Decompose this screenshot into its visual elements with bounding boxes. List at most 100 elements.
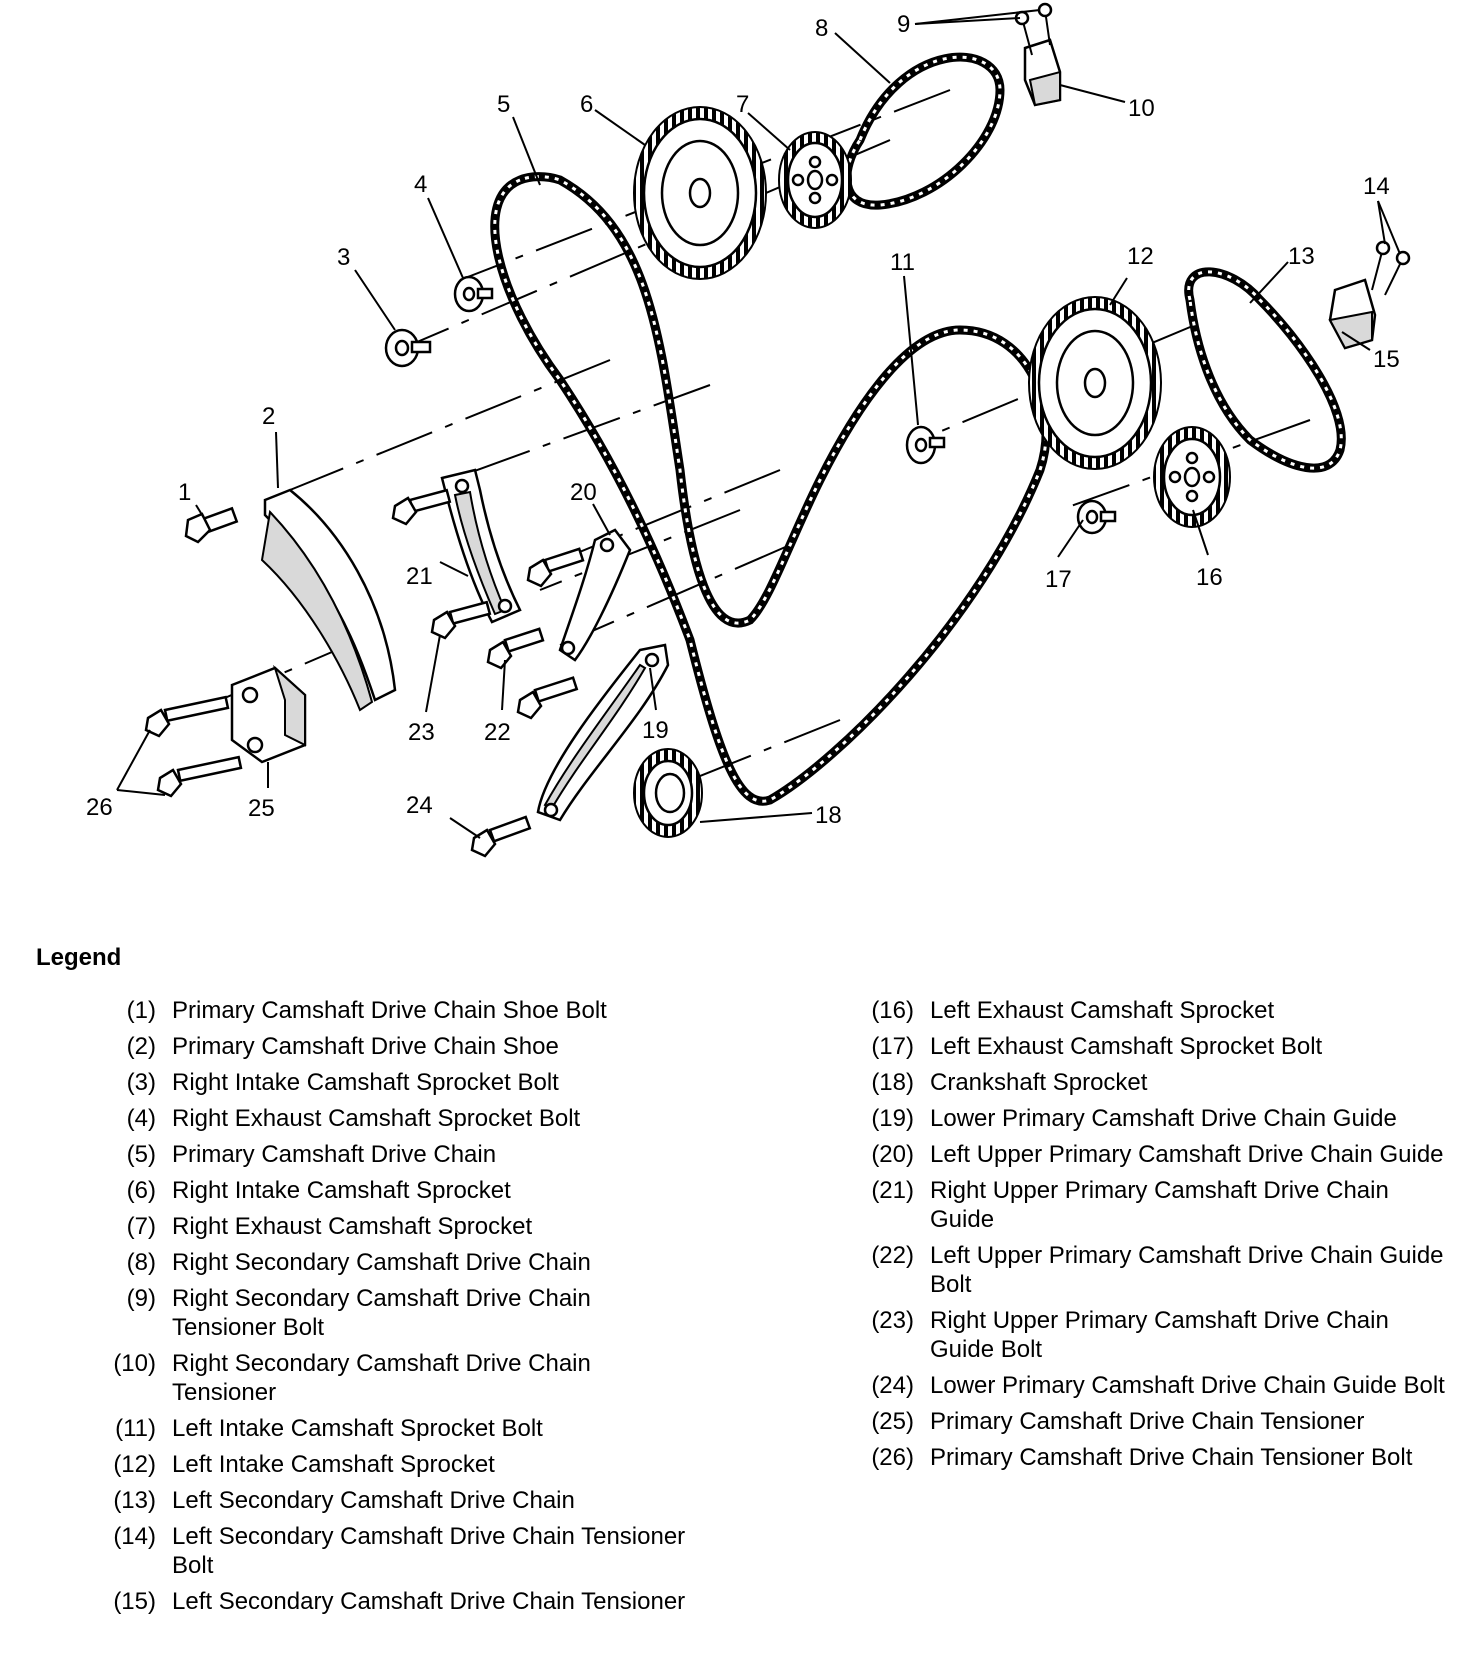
bolts [144,275,1117,858]
legend-text: Primary Camshaft Drive Chain Tensioner [930,1408,1365,1435]
legend-number: (6) [126,1177,156,1204]
legend-item: (19) Lower Primary Camshaft Drive Chain G… [836,1104,1456,1133]
legend-number: (8) [126,1249,156,1276]
callout-26: 26 [86,794,113,821]
callout-12: 12 [1127,243,1154,270]
legend-number: (21) [871,1177,914,1204]
legend-text: Left Exhaust Camshaft Sprocket [930,997,1275,1024]
callout-14: 14 [1363,173,1390,200]
legend-text: Left Upper Primary Camshaft Drive Chain … [930,1141,1444,1168]
legend-number: (16) [871,997,914,1024]
bolt-19 [516,676,579,720]
left-secondary-tensioner-bolts [1371,240,1411,296]
legend-text: Lower Primary Camshaft Drive Chain Guide [930,1105,1397,1132]
callout-6: 6 [580,91,593,118]
callout-17: 17 [1045,566,1072,593]
right-secondary-tensioner [1023,38,1062,107]
legend-item: (7)Right Exhaust Camshaft Sprocket [78,1212,698,1241]
legend-text: Crankshaft Sprocket [930,1069,1148,1096]
legend-number: (18) [871,1069,914,1096]
legend-item: (13) Left Secondary Camshaft Drive Chain [78,1486,698,1515]
lower-primary-guide [536,643,670,822]
legend-number: (19) [871,1105,914,1132]
bolts-26 [144,695,243,798]
legend-number: (17) [871,1033,914,1060]
legend-item: (16) Left Exhaust Camshaft Sprocket [836,996,1456,1025]
legend-text: Primary Camshaft Drive Chain Shoe [172,1033,559,1060]
legend-number: (10) [113,1350,156,1377]
legend-item: (11) Left Intake Camshaft Sprocket Bolt [78,1414,698,1443]
legend-text: Right Secondary Camshaft Drive Chain Ten… [172,1285,591,1341]
legend-item: (23)Right Upper Primary Camshaft Drive C… [836,1306,1456,1364]
legend-number: (12) [113,1451,156,1478]
legend-number: (15) [113,1588,156,1615]
legend-text: Right Intake Camshaft Sprocket Bolt [172,1069,559,1096]
legend-item: (3)Right Intake Camshaft Sprocket Bolt [78,1068,698,1097]
callout-15: 15 [1373,346,1400,373]
bolt-23 [430,600,492,640]
legend-item: (14) Left Secondary Camshaft Drive Chain … [78,1522,698,1580]
right-exhaust-camshaft-sprocket [778,131,852,229]
legend-text: Left Secondary Camshaft Drive Chain [172,1487,575,1514]
legend-number: (4) [126,1105,156,1132]
legend-item: (18) Crankshaft Sprocket [836,1068,1456,1097]
callout-4: 4 [414,171,427,198]
legend-item: (26)Primary Camshaft Drive Chain Tension… [836,1443,1456,1472]
legend-text: Left Intake Camshaft Sprocket Bolt [172,1415,543,1442]
legend-text: Primary Camshaft Drive Chain [172,1141,497,1168]
right-intake-camshaft-sprocket [633,106,767,280]
crankshaft-sprocket [633,748,703,838]
callout-7: 7 [736,91,749,118]
callout-16: 16 [1196,564,1223,591]
left-upper-primary-guide [558,528,632,662]
callout-19: 19 [642,717,669,744]
primary-camshaft-drive-chain-tensioner [230,664,307,764]
legend-text: Lower Primary Camshaft Drive Chain Guide… [930,1372,1445,1399]
legend-number: (11) [115,1415,156,1442]
legend-number: (22) [871,1242,914,1269]
callout-25: 25 [248,795,275,822]
leader-lines [116,9,1401,839]
legend-item: (8)Right Secondary Camshaft Drive Chain [78,1248,698,1277]
legend-item: (4)Right Exhaust Camshaft Sprocket Bolt [78,1104,698,1133]
callout-23: 23 [408,719,435,746]
callout-18: 18 [815,802,842,829]
primary-camshaft-drive-chain [490,172,1051,806]
legend-number: (24) [871,1372,914,1399]
legend-number: (14) [113,1523,156,1550]
legend-number: (5) [126,1141,156,1168]
left-intake-camshaft-sprocket [1028,296,1162,470]
right-secondary-camshaft-drive-chain [842,52,1005,210]
legend-text: Primary Camshaft Drive Chain Shoe Bolt [172,997,607,1024]
legend-item: (6) Right Intake Camshaft Sprocket [78,1176,698,1205]
legend-column-right: (16)Left Exhaust Camshaft Sprocket (17)L… [836,996,1456,1479]
bolt-11 [905,425,946,465]
bolt-24 [470,815,532,858]
legend-number: (9) [126,1285,156,1312]
left-secondary-tensioner [1328,278,1377,350]
legend-item: (9) Right Secondary Camshaft Drive Chain … [78,1284,698,1342]
legend-text: Right Intake Camshaft Sprocket [172,1177,511,1204]
legend-text: Left Intake Camshaft Sprocket [172,1451,495,1478]
timing-chain-diagram: 1 2 3 4 5 6 7 8 9 10 11 12 13 14 15 16 1… [86,2,1411,858]
legend-number: (13) [113,1487,156,1514]
callout-20: 20 [570,479,597,506]
legend-text: Left Secondary Camshaft Drive Chain Tens… [172,1523,686,1579]
right-upper-primary-guide [440,468,522,624]
legend-number: (26) [871,1444,914,1471]
legend-item: (10) Right Secondary Camshaft Drive Chain… [78,1349,698,1407]
callout-9: 9 [897,11,910,38]
bolt-1 [184,506,239,544]
legend-item: (2)Primary Camshaft Drive Chain Shoe [78,1032,698,1061]
legend-text: Right Exhaust Camshaft Sprocket [172,1213,533,1240]
legend-number: (23) [871,1307,914,1334]
legend-item: (22)Left Upper Primary Camshaft Drive Ch… [836,1241,1456,1299]
legend-text: Right Secondary Camshaft Drive Chain Ten… [172,1350,591,1406]
legend-item: (1)Primary Camshaft Drive Chain Shoe Bol… [78,996,698,1025]
callout-8: 8 [815,15,828,42]
legend-item: (24) Lower Primary Camshaft Drive Chain G… [836,1371,1456,1400]
legend-item: (17)Left Exhaust Camshaft Sprocket Bolt [836,1032,1456,1061]
callout-22: 22 [484,719,511,746]
legend-item: (5) Primary Camshaft Drive Chain [78,1140,698,1169]
bolts-20-guide [526,547,585,588]
